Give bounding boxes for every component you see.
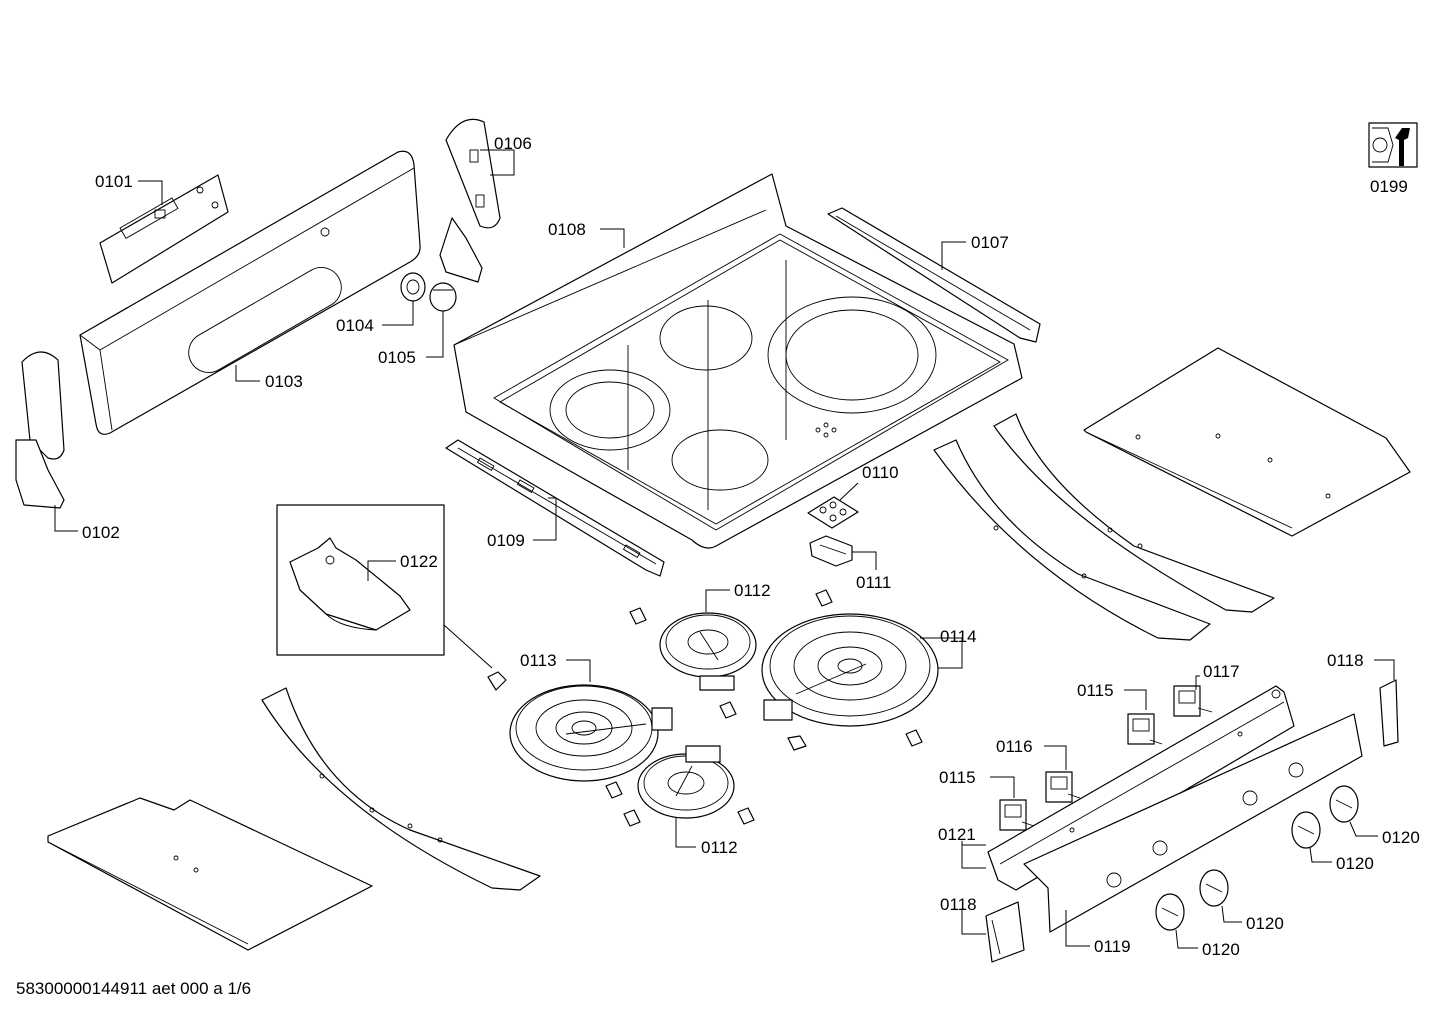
ceramic-cooktop-0108 <box>453 173 1023 549</box>
control-panel-cover-0103 <box>79 150 421 435</box>
terminal-block-0111 <box>809 535 853 567</box>
label-0106: 0106 <box>494 134 532 153</box>
label-0120-d: 0120 <box>1202 940 1240 959</box>
end-cap-0118-bottom <box>985 901 1025 963</box>
label-0118-bottom: 0118 <box>940 895 977 914</box>
label-0120-b: 0120 <box>1336 854 1374 873</box>
document-id-footer: 58300000144911 aet 000 a 1/6 <box>16 979 252 998</box>
label-0120-a: 0120 <box>1382 828 1420 847</box>
label-0118-top: 0118 <box>1327 651 1364 670</box>
front-control-panel-0119 <box>1023 713 1363 933</box>
side-strip-right-a <box>933 439 1211 641</box>
label-0101: 0101 <box>95 172 133 191</box>
switch-0116 <box>1045 771 1081 803</box>
heating-element-0113 <box>509 684 673 782</box>
right-end-cap-0106 <box>439 118 501 283</box>
side-strip-left <box>261 687 541 891</box>
label-0119: 0119 <box>1094 937 1131 956</box>
label-0111: 0111 <box>856 573 891 592</box>
side-panel-right-upper <box>1083 347 1411 537</box>
label-0102: 0102 <box>82 523 120 542</box>
label-0115-lower: 0115 <box>939 768 976 787</box>
label-0117: 0117 <box>1203 662 1240 681</box>
switch-0115-lower <box>999 799 1035 831</box>
switch-0115-upper <box>1127 713 1163 745</box>
label-0110: 0110 <box>862 463 899 482</box>
label-0112-upper: 0112 <box>734 581 771 600</box>
label-0103: 0103 <box>265 372 303 391</box>
label-0109: 0109 <box>487 531 525 550</box>
control-board-0101 <box>99 174 229 284</box>
side-panel-left-lower <box>47 797 373 951</box>
label-0199: 0199 <box>1370 177 1408 196</box>
knob-0120-b <box>1291 811 1321 849</box>
switch-0117 <box>1173 685 1213 717</box>
side-strip-right-b <box>993 413 1275 613</box>
label-0120-c: 0120 <box>1246 914 1284 933</box>
label-0121: 0121 <box>938 825 976 844</box>
element-clips <box>605 589 923 827</box>
rear-rail-0107 <box>827 207 1041 343</box>
left-end-cap-0102 <box>15 351 65 509</box>
label-0112-lower: 0112 <box>701 838 738 857</box>
bushing-0104 <box>400 272 426 302</box>
label-0105: 0105 <box>378 348 416 367</box>
wrench-tool-icon <box>1368 122 1418 168</box>
heating-element-0112-lower <box>637 745 735 819</box>
label-0116: 0116 <box>996 737 1033 756</box>
label-0113: 0113 <box>520 651 557 670</box>
label-0115-upper: 0115 <box>1077 681 1114 700</box>
label-0114: 0114 <box>940 627 977 646</box>
insulation-pad-0110 <box>807 496 859 529</box>
knob-0120-a <box>1329 785 1359 823</box>
label-0104: 0104 <box>336 316 374 335</box>
heating-element-0114 <box>761 613 939 727</box>
detail-box-0122 <box>276 504 445 656</box>
knob-0120-d <box>1155 893 1185 931</box>
end-cap-0118-top <box>1379 679 1399 747</box>
clip-0122 <box>487 671 507 691</box>
knob-0120-c <box>1199 869 1229 907</box>
front-rail-0109 <box>445 439 665 577</box>
label-0122: 0122 <box>400 552 438 571</box>
switch-bracket-0121 <box>987 685 1295 891</box>
knob-cap-0105 <box>429 282 457 312</box>
heating-element-0112-upper <box>659 612 757 691</box>
label-0107: 0107 <box>971 233 1009 252</box>
label-0108: 0108 <box>548 220 586 239</box>
